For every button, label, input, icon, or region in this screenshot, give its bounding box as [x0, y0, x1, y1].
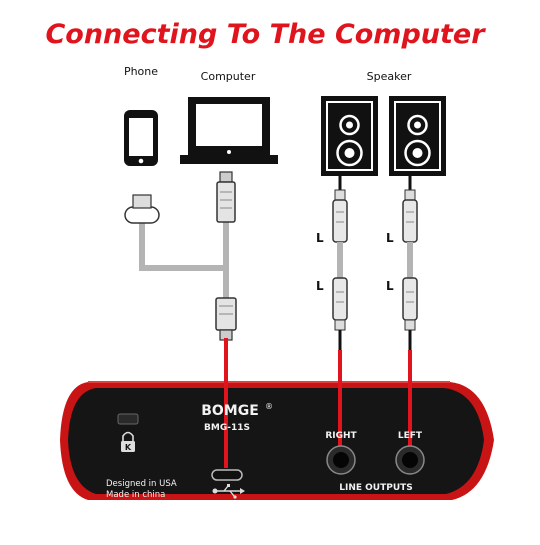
kensington-lock-icon: K	[121, 431, 135, 452]
usb-c-connector	[124, 194, 160, 224]
left-output-jack[interactable]	[395, 445, 425, 475]
speaker-icon	[321, 96, 378, 176]
cable-l-label: L	[386, 279, 394, 293]
page-title: Connecting To The Computer	[45, 19, 486, 50]
computer-label: Computer	[201, 70, 256, 83]
red-connection-lines	[224, 338, 412, 468]
audio-cable-right-output	[332, 176, 348, 350]
model-name: BMG-11S	[204, 423, 250, 433]
left-output-label: LEFT	[398, 431, 423, 441]
usb-c-port[interactable]	[211, 469, 243, 481]
usb-plug-device-side	[215, 297, 237, 341]
designed-in-text: Designed in USA	[106, 479, 177, 489]
cable-l-label: L	[316, 279, 324, 293]
speaker-icon	[389, 96, 446, 176]
right-output-jack[interactable]	[326, 445, 356, 475]
phone-label: Phone	[124, 65, 158, 78]
cable-l-label: L	[386, 231, 394, 245]
usb-b-connector	[216, 171, 236, 223]
laptop-icon	[180, 97, 278, 164]
registered-mark: ®	[265, 402, 273, 411]
right-output-label: RIGHT	[325, 431, 357, 441]
usb-cable	[139, 222, 229, 300]
audio-cable-left-output	[402, 176, 418, 350]
cable-l-label: L	[316, 231, 324, 245]
brand-name: BOMGE	[201, 403, 259, 419]
made-in-text: Made in china	[106, 490, 165, 500]
audio-interface-device	[60, 381, 494, 500]
svg-text:K: K	[125, 443, 132, 452]
smartphone-icon	[124, 110, 158, 166]
speaker-label: Speaker	[367, 70, 412, 83]
security-slot	[117, 413, 139, 425]
usb-symbol-icon	[212, 484, 245, 499]
line-outputs-label: LINE OUTPUTS	[339, 483, 413, 493]
